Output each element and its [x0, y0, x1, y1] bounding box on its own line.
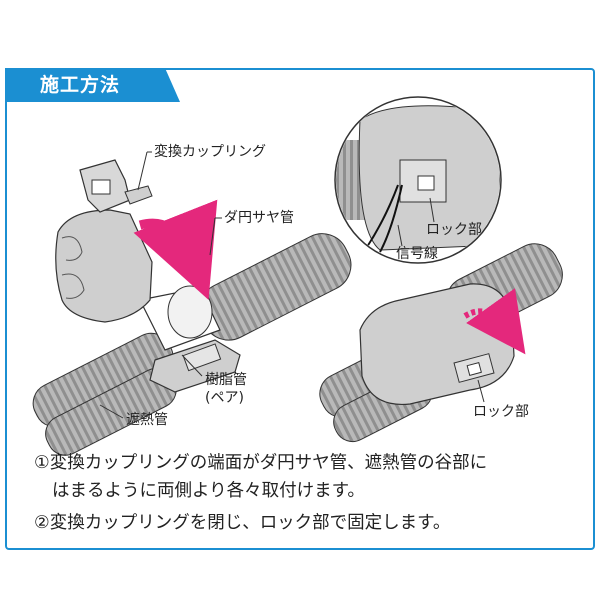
label-signal-wire: 信号線: [396, 246, 438, 262]
label-sheath-pipe: ダ円サヤ管: [224, 210, 294, 226]
signal-wire-line: [364, 184, 399, 251]
label-coupling: 変換カップリング: [154, 144, 266, 160]
closed-coupling: [359, 283, 515, 406]
step-2: ②変換カップリングを閉じ、ロック部で固定します。: [34, 513, 451, 533]
step-1-line-1: ①変換カップリングの端面がダ円サヤ管、遮熱管の谷部に: [34, 453, 488, 473]
right-figure: [319, 243, 563, 443]
label-lock-top: ロック部: [426, 222, 482, 238]
section-tab: 施工方法: [5, 68, 180, 102]
right-inset: [334, 96, 502, 264]
left-figure: [32, 151, 352, 456]
coupling-upper-half: [55, 209, 153, 323]
lock-arrow: [463, 288, 526, 355]
label-lock-bottom: ロック部: [473, 404, 529, 420]
label-resin-pipe-note: (ペア): [205, 390, 244, 406]
step-1-line-2: はまるように両側より各々取付けます。: [52, 481, 365, 501]
rotate-arrow: [133, 199, 218, 300]
section-title: 施工方法: [39, 74, 120, 96]
label-resin-pipe: 樹脂管: [205, 372, 247, 388]
tab-shape: [5, 68, 180, 102]
coupling-lower-lock: [182, 343, 222, 372]
label-insulation-pipe: 遮熱管: [126, 412, 168, 428]
